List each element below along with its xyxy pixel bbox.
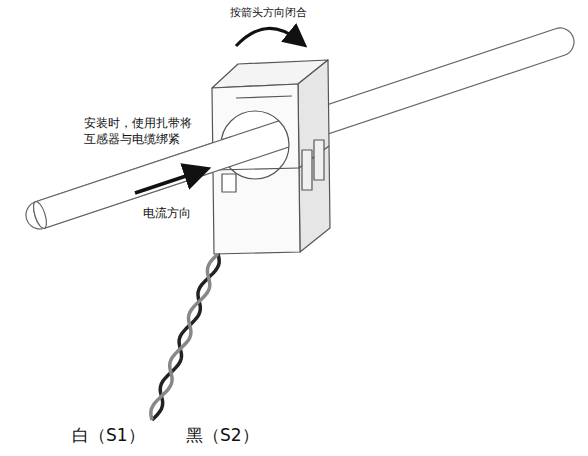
current-direction-label: 电流方向 [143,206,191,222]
lead-wire [151,254,218,420]
closing-arrow [236,28,298,46]
install-note: 安装时，使用扎带将 互感器与电缆绑紧 [84,116,196,147]
terminal-label: 白（S1） [72,424,145,446]
terminal-label: 黑（S2） [186,424,259,446]
cable-front [31,29,232,230]
closing-instruction: 按箭头方向闭合 [230,6,307,20]
current-arrow [135,172,198,193]
twisted-leads [151,254,219,420]
